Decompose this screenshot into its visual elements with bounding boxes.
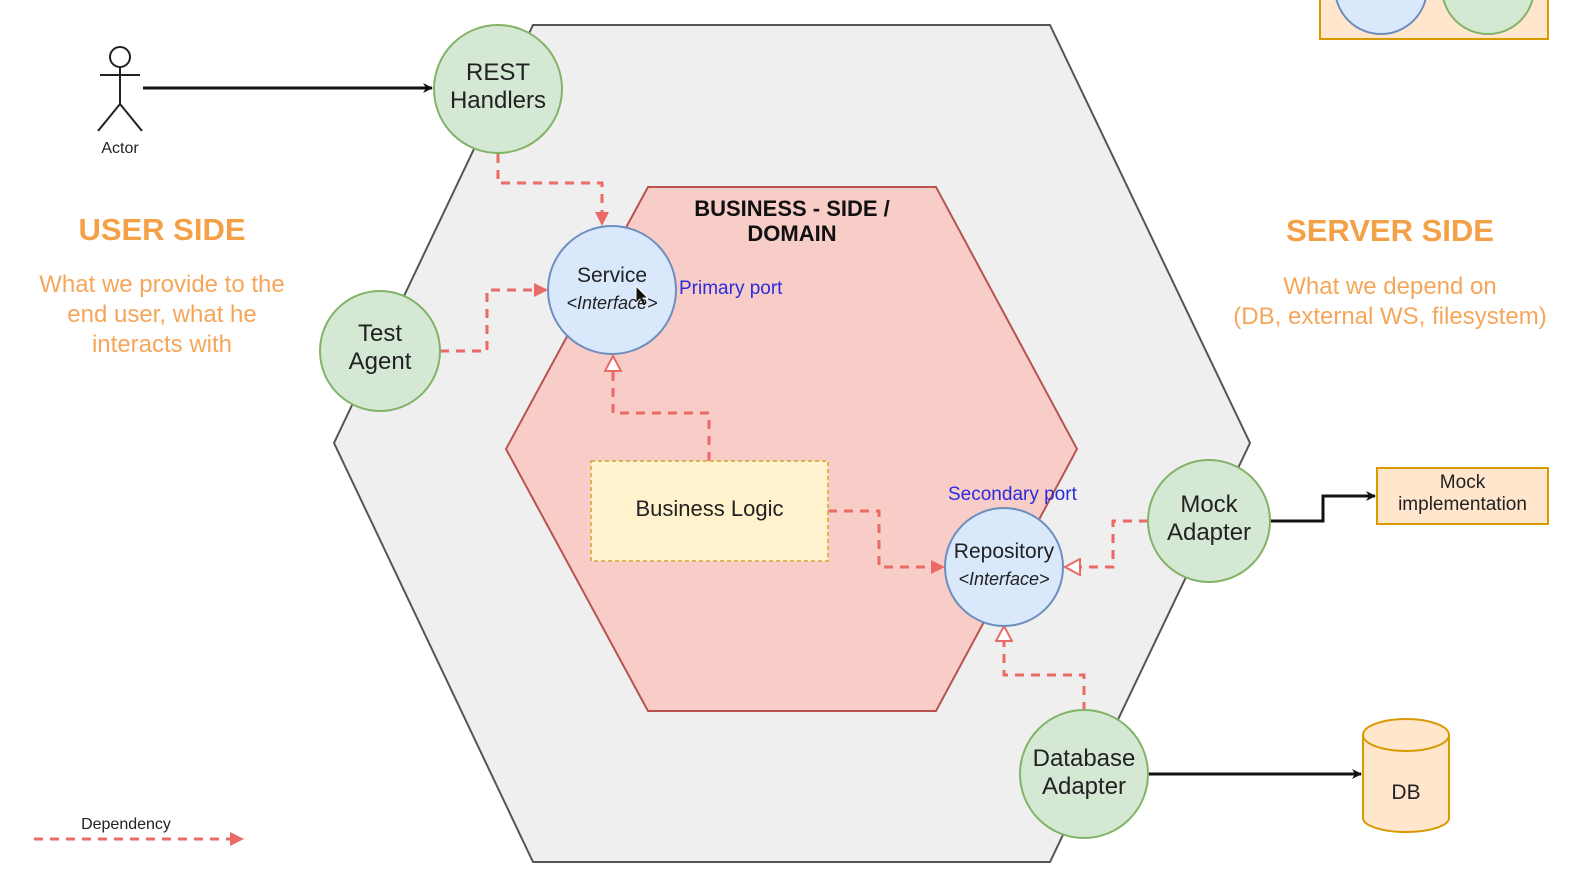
test-agent-node xyxy=(319,290,441,412)
rest-handlers-label: REST Handlers xyxy=(449,59,547,114)
mock-implementation-box xyxy=(1376,467,1549,525)
mock-adapter-node xyxy=(1147,459,1271,583)
dependency-legend-label: Dependency xyxy=(81,816,171,833)
business-logic-implements-service xyxy=(613,357,711,461)
business-logic-label: Business Logic xyxy=(635,496,784,521)
mock-implementation-label: Mock implementation xyxy=(1398,472,1527,515)
primary-port-label: Primary port xyxy=(679,278,783,299)
database-adapter-label: Database Adapter xyxy=(1032,745,1136,800)
service-port-title: Service xyxy=(576,264,648,287)
secondary-port-label: Secondary port xyxy=(948,484,1077,505)
repository-port-title: Repository xyxy=(953,540,1055,563)
database-label: DB xyxy=(1391,781,1421,804)
mock-adapter-to-mock-impl-arrow xyxy=(1270,491,1376,523)
database-adapter-node xyxy=(1019,709,1149,839)
test-agent-to-service-dependency xyxy=(440,283,548,353)
rest-to-service-dependency xyxy=(496,154,609,226)
rest-handlers-node xyxy=(433,24,563,154)
user-side-description: What we provide to the end user, what he… xyxy=(39,271,285,358)
service-port-node xyxy=(547,225,677,355)
actor-label: Actor xyxy=(101,140,139,157)
mouse-cursor-icon xyxy=(635,284,650,307)
user-side-title: USER SIDE xyxy=(78,212,246,247)
repository-port-node xyxy=(944,507,1064,627)
service-port-kind: <Interface> xyxy=(566,293,658,313)
mock-adapter-label: Mock Adapter xyxy=(1166,491,1252,546)
partial-legend-box xyxy=(1319,0,1549,40)
database-cylinder-icon xyxy=(1362,718,1450,833)
actor-icon xyxy=(97,46,143,132)
mock-adapter-implements-repository xyxy=(1066,519,1148,567)
test-agent-label: Test Agent xyxy=(348,320,412,375)
repository-port-kind: <Interface> xyxy=(958,569,1050,589)
db-adapter-implements-repository xyxy=(1004,627,1086,711)
server-side-description: What we depend on (DB, external WS, file… xyxy=(1233,273,1547,330)
server-side-title: SERVER SIDE xyxy=(1286,213,1494,248)
domain-title: BUSINESS - SIDE / DOMAIN xyxy=(694,196,890,247)
business-logic-box xyxy=(590,460,829,562)
